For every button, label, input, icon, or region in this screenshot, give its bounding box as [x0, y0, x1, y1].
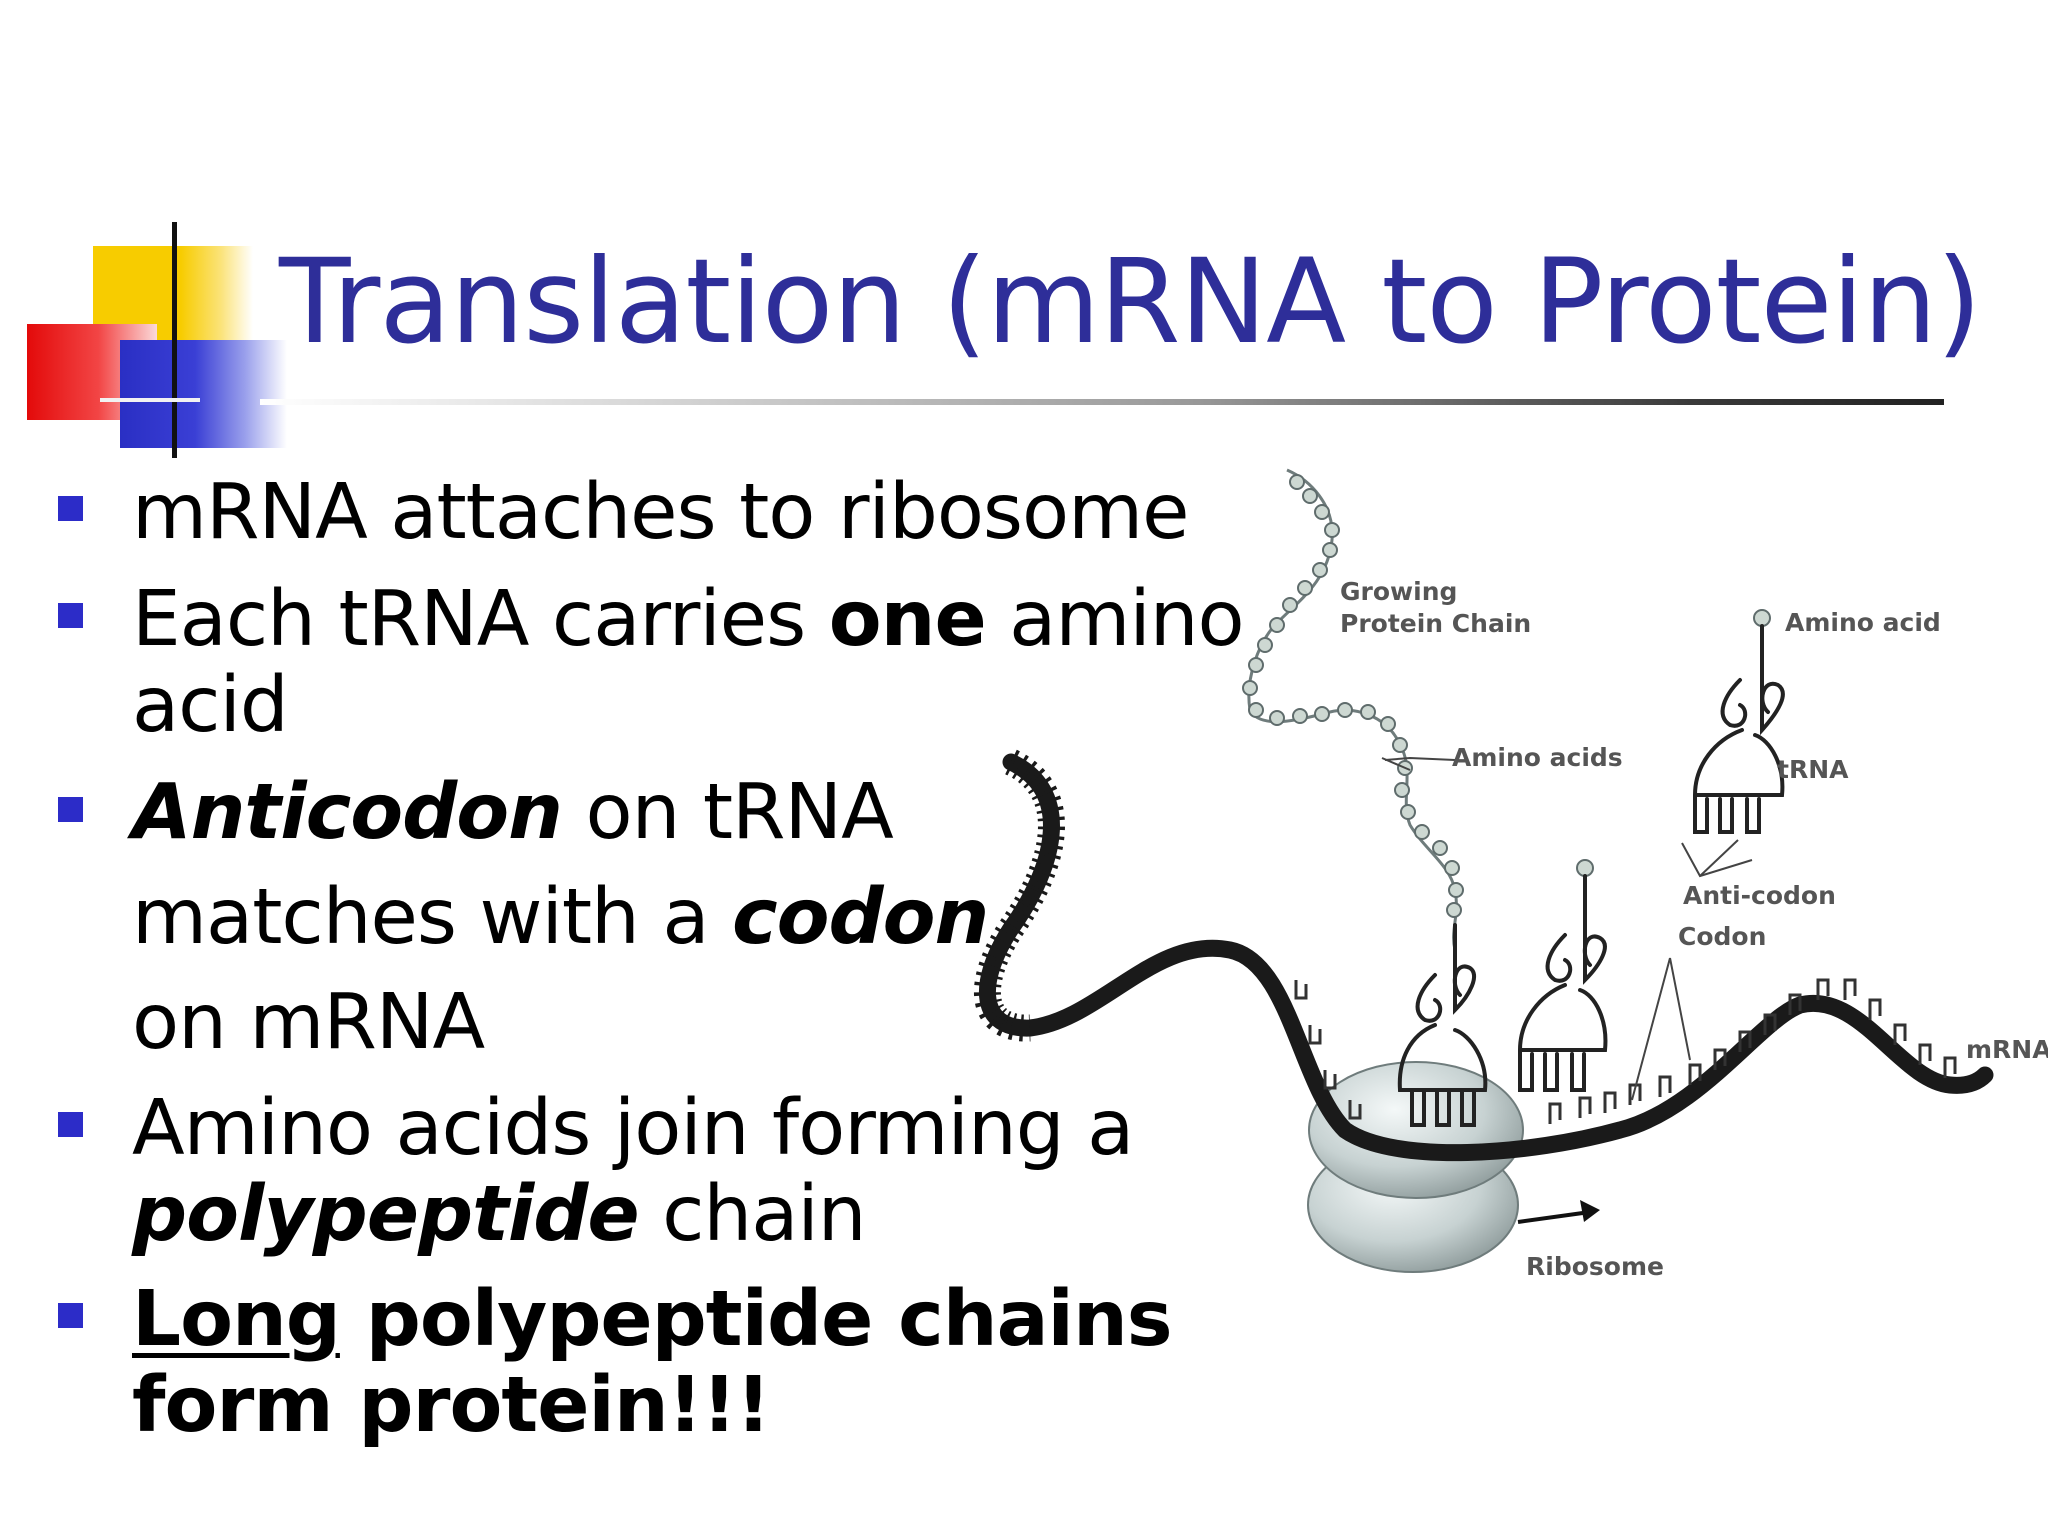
bullet-3-line-2: matches with a codon [132, 873, 989, 963]
label-ribosome: Ribosome [1526, 1252, 1664, 1281]
bullet-marker [58, 797, 83, 822]
label-growing: Growing [1340, 577, 1457, 606]
label-amino-acids: Amino acids [1452, 743, 1623, 772]
label-codon: Codon [1678, 922, 1766, 951]
label-anticodon: Anti-codon [1683, 881, 1836, 910]
bullet-emphasis-long: Long [132, 1275, 341, 1364]
bullet-4-line-1: Amino acids join forming a [132, 1084, 1134, 1174]
label-pointers [1381, 756, 1753, 1101]
logo-horizontal-line [100, 398, 200, 402]
bullet-text: form protein!!! [132, 1361, 771, 1450]
ribosome [1307, 1061, 1524, 1273]
bullet-marker [58, 1112, 83, 1137]
bullet-text: amino [985, 575, 1245, 664]
bullet-text: Amino acids join forming a [132, 1084, 1134, 1173]
bullet-4-line-2: polypeptide chain [132, 1170, 867, 1260]
arrow-icon [1517, 1200, 1600, 1224]
protein-chain [1242, 468, 1464, 951]
logo-vertical-line [172, 222, 177, 458]
translation-diagram: Growing Protein Chain Amino acid Amino a… [974, 468, 2048, 1281]
bullet-emphasis-polypeptide: polypeptide [132, 1170, 640, 1259]
trna-molecules [1397, 609, 1785, 1127]
bullet-text: Each tRNA carries [132, 575, 829, 664]
label-protein-chain: Protein Chain [1340, 609, 1531, 638]
bullet-1-line-1: mRNA attaches to ribosome [132, 468, 1190, 558]
label-mrna: mRNA [1966, 1035, 2048, 1064]
bullet-text: polypeptide chains [339, 1275, 1173, 1364]
bullet-2-line-1: Each tRNA carries one amino [132, 575, 1245, 665]
bullet-text: on tRNA [562, 768, 893, 857]
bullet-emphasis-codon: codon [732, 873, 989, 962]
bullet-text: on mRNA [132, 978, 485, 1067]
label-amino-acid: Amino acid [1785, 608, 1941, 637]
logo-blue-square [120, 340, 287, 448]
bullet-3-line-1: Anticodon on tRNA [132, 768, 894, 858]
label-trna: tRNA [1777, 755, 1849, 784]
bullet-text: matches with a [132, 873, 732, 962]
slide-title: Translation (mRNA to Protein) [279, 233, 1982, 370]
bullet-marker [58, 496, 83, 521]
bullet-3-line-3: on mRNA [132, 978, 485, 1068]
bullet-5-line-1: Long polypeptide chains [132, 1275, 1173, 1365]
bullet-text: acid [132, 661, 289, 750]
bullet-emphasis-one: one [828, 575, 987, 664]
title-underline-rule [260, 399, 1944, 405]
bullet-text: mRNA attaches to ribosome [132, 468, 1190, 557]
trna-entering [1517, 859, 1608, 1092]
bullet-2-line-2: acid [132, 661, 289, 751]
bullet-5-line-2: form protein!!! [132, 1361, 771, 1451]
bullet-text: chain [638, 1170, 867, 1259]
bullet-emphasis-anticodon: Anticodon [132, 768, 563, 857]
trna-free [1692, 609, 1785, 834]
bullet-marker [58, 603, 83, 628]
trna-attached [1397, 923, 1488, 1127]
bullet-marker [58, 1303, 83, 1328]
